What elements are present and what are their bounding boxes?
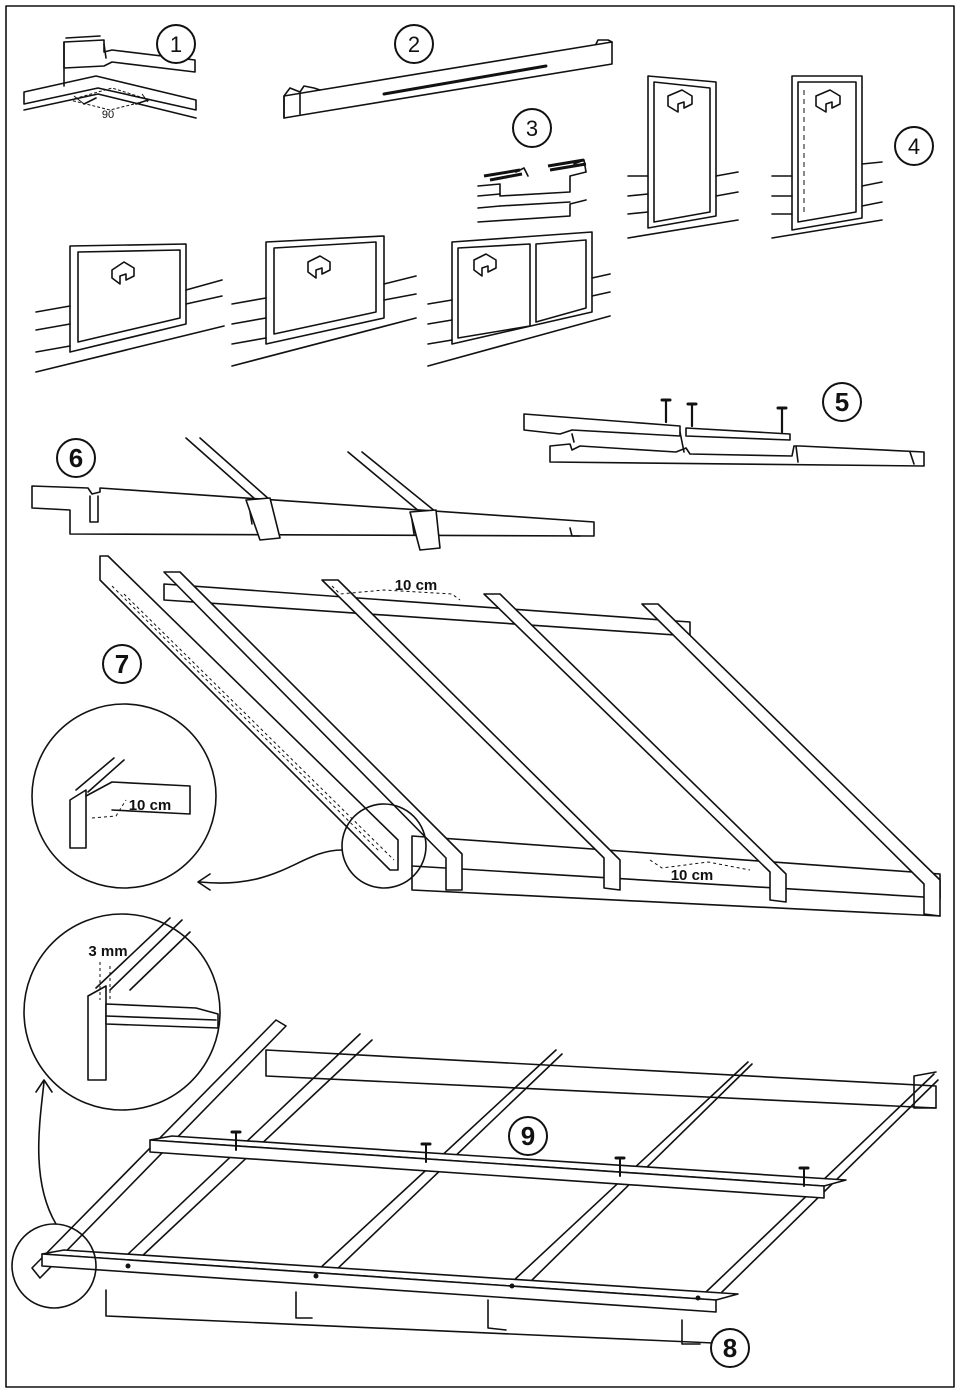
bottom-gap-10cm-label: 10 cm <box>671 867 714 884</box>
step-8-badge <box>710 1328 750 1368</box>
angle-90-label: 90 <box>102 109 114 121</box>
step-5-badge <box>822 382 862 422</box>
step-3-number: 3 <box>526 116 538 141</box>
step-6-boards-and-joists <box>31 437 595 551</box>
detail-gap-10cm-label: 10 cm <box>129 797 172 814</box>
step-7-floor-frame <box>99 555 941 917</box>
step-1-illustration <box>23 35 197 119</box>
gap-3mm-label: 3 mm <box>88 943 127 960</box>
detail-arrow-7 <box>199 849 343 884</box>
step-9-badge <box>508 1116 548 1156</box>
page-border <box>5 5 955 1388</box>
step-8-target-circle <box>11 1223 97 1309</box>
step-6-badge <box>56 438 96 478</box>
step-6-number: 6 <box>69 443 83 473</box>
detail-7-magnified <box>31 703 217 889</box>
detail-arrow-8 <box>37 1081 57 1225</box>
step-1-badge <box>156 24 196 64</box>
step-2-number: 2 <box>408 32 420 57</box>
step-2-illustration <box>283 39 613 119</box>
top-gap-10cm-label: 10 cm <box>395 577 438 594</box>
step-3-badge <box>512 108 552 148</box>
step-1-number: 1 <box>170 32 182 57</box>
step-7-badge <box>102 644 142 684</box>
step-4-wall-panels <box>35 75 883 373</box>
clip-profile-icons <box>111 89 841 285</box>
step-8-number: 8 <box>723 1333 737 1363</box>
step-2-badge <box>394 24 434 64</box>
step-9-number: 9 <box>521 1121 535 1151</box>
step-7-target-circle <box>341 803 427 889</box>
step-5-number: 5 <box>835 387 849 417</box>
detail-8-magnified <box>23 913 221 1111</box>
step-7-number: 7 <box>115 649 129 679</box>
step-3-illustration <box>477 158 587 223</box>
steps-8-9-floor-assembly <box>31 1019 939 1345</box>
step-5-boards <box>523 398 925 467</box>
step-4-number: 4 <box>908 134 920 159</box>
step-4-badge <box>894 126 934 166</box>
